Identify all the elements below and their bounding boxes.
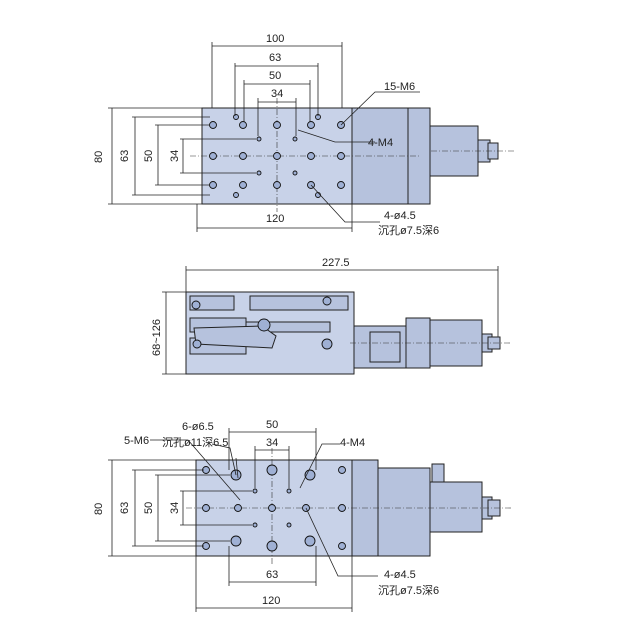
top-callout-phi45: 4-ø4.5 <box>384 210 416 222</box>
top-callout-m6: 15-M6 <box>384 81 415 93</box>
top-dim-50: 50 <box>269 70 281 82</box>
bottom-callout-phi65: 6-ø6.5 <box>182 421 214 433</box>
top-dim-50-vertical: 50 <box>143 150 155 162</box>
bottom-actuator-housing <box>377 467 431 557</box>
top-dim-100: 100 <box>266 33 284 45</box>
side-view: 227.5 68~126 <box>151 257 512 375</box>
top-hole-pattern <box>209 114 345 198</box>
top-dim-34: 34 <box>271 88 283 100</box>
top-dim-63-vertical: 63 <box>119 150 131 162</box>
bottom-callout-counterbore: 沉孔ø7.5深6 <box>378 584 439 597</box>
side-dim-height: 68~126 <box>151 319 163 356</box>
bottom-dim-120: 120 <box>262 595 280 607</box>
top-dim-63: 63 <box>269 52 281 64</box>
bottom-dim-34-vertical: 34 <box>169 502 181 514</box>
bottom-callout-counterbore11: 沉孔ø11深6.5 <box>162 436 228 449</box>
bottom-dim-50: 50 <box>266 419 278 431</box>
bottom-callout-m4: 4-M4 <box>340 437 365 449</box>
bottom-dim-63: 63 <box>266 569 278 581</box>
bottom-dim-80: 80 <box>93 503 105 515</box>
bottom-view: 50 34 80 63 50 34 63 120 5-M6 6-ø6.5 沉孔ø… <box>93 419 512 612</box>
bottom-dim-34: 34 <box>266 437 278 449</box>
bottom-dim-63-vertical: 63 <box>119 502 131 514</box>
top-callout-m4: 4-M4 <box>368 137 393 149</box>
top-callout-counterbore: 沉孔ø7.5深6 <box>378 224 439 237</box>
bottom-callout-phi45: 4-ø4.5 <box>384 569 416 581</box>
bottom-dim-50-vertical: 50 <box>143 502 155 514</box>
top-dim-120: 120 <box>266 213 284 225</box>
top-view: 100 63 50 34 120 80 63 50 34 15-M6 4-M4 … <box>93 33 515 237</box>
top-dim-34-vertical: 34 <box>169 150 181 162</box>
bottom-callout-m6: 5-M6 <box>124 435 149 447</box>
top-dim-80: 80 <box>93 151 105 163</box>
side-dim-length: 227.5 <box>322 257 350 269</box>
